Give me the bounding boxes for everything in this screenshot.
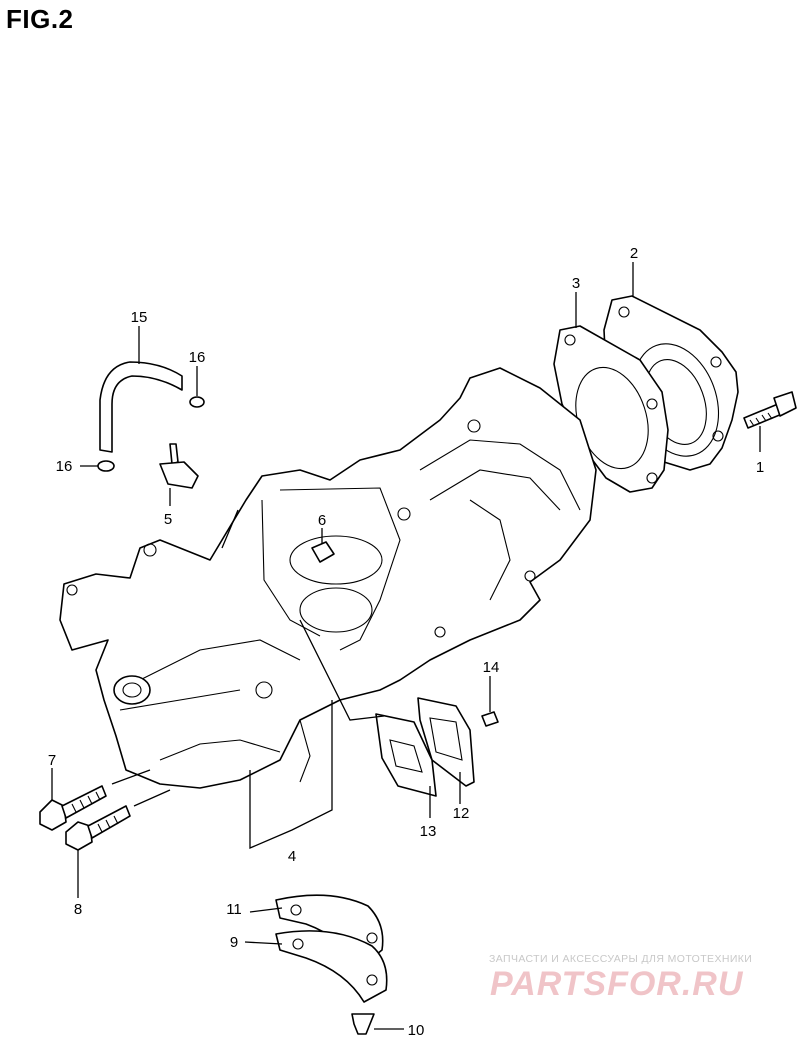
callout-2: 2 <box>630 245 638 262</box>
callout-1: 1 <box>756 459 764 476</box>
part-13-gasket <box>375 713 437 797</box>
watermark-brand: PARTSFOR.RU <box>490 965 744 1003</box>
callout-3: 3 <box>572 275 580 292</box>
part-1-bolt <box>743 391 797 429</box>
callout-12: 12 <box>453 805 470 822</box>
leader-lines <box>51 262 761 1030</box>
watermark-caption: ЗАПЧАСТИ И АКСЕССУАРЫ ДЛЯ МОТОТЕХНИКИ <box>489 953 753 965</box>
callout-labels: 1 2 3 4 5 6 7 8 9 10 11 12 13 14 15 16 1… <box>48 245 764 1039</box>
callout-9: 9 <box>230 934 238 951</box>
figure-title: FIG.2 <box>6 4 74 34</box>
part-9-cover <box>275 930 388 1003</box>
part-15-hose <box>99 361 183 453</box>
callout-15: 15 <box>131 309 148 326</box>
callout-11: 11 <box>226 901 242 918</box>
callout-16-lower: 16 <box>56 458 73 475</box>
callout-8: 8 <box>74 901 82 918</box>
part-12-plate <box>417 697 475 787</box>
part-14-small-bolt <box>481 711 499 727</box>
callout-14: 14 <box>483 659 500 676</box>
part-16-clamp-lower <box>97 460 115 472</box>
callout-16-upper: 16 <box>189 349 206 366</box>
part-8-bolt <box>65 805 131 851</box>
part-16-clamp-upper <box>189 396 205 408</box>
callout-7: 7 <box>48 752 56 769</box>
part-6-dowel-pin <box>311 541 335 563</box>
part-5-fitting <box>159 443 199 489</box>
part-7-bolt <box>39 785 107 831</box>
callout-5: 5 <box>164 511 172 528</box>
callout-10: 10 <box>408 1022 425 1039</box>
part-10-screw <box>351 1013 375 1035</box>
callout-4: 4 <box>288 848 296 865</box>
callout-13: 13 <box>420 823 437 840</box>
callout-6: 6 <box>318 512 326 529</box>
part-4-cylinder-block <box>59 367 597 789</box>
